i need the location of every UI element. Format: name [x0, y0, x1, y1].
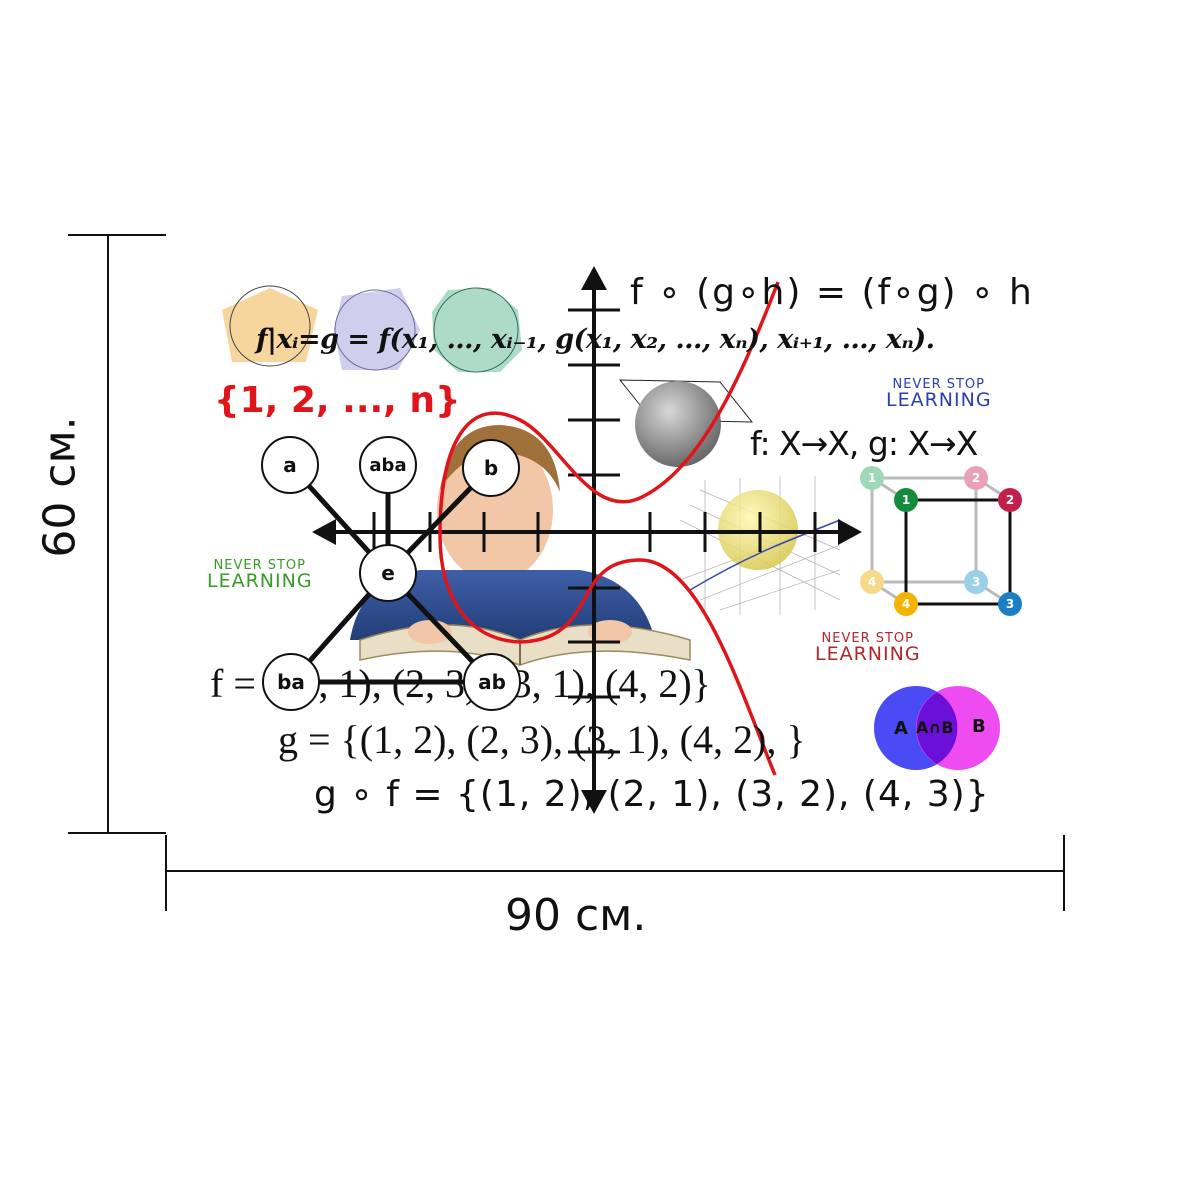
never-stop-learning-blue: NEVER STOP LEARNING	[886, 377, 992, 411]
axis-arrow-down	[581, 790, 607, 814]
pentagon-shape	[222, 288, 318, 362]
graph-node-aba: aba	[359, 436, 417, 494]
cube-front-node-1: 1	[894, 488, 918, 512]
venn-label-a: A	[894, 718, 908, 739]
octagon-circle-outline	[433, 287, 519, 373]
venn-label-intersection: A∩B	[916, 718, 954, 737]
set-notation: {1, 2, ..., n}	[214, 380, 461, 421]
associativity-equation: f ∘ (g∘h) = (f∘g) ∘ h	[630, 272, 1034, 313]
cube-back-node-4: 4	[860, 570, 884, 594]
width-dimension-label: 90 см.	[505, 890, 647, 941]
cube-back-node-1: 1	[860, 466, 884, 490]
venn-label-b: B	[972, 716, 986, 737]
cube-front-node-3: 3	[998, 592, 1022, 616]
never-stop-learning-green: NEVER STOP LEARNING	[207, 558, 313, 592]
axis-arrow-right	[838, 519, 862, 545]
graph-node-a: a	[261, 436, 319, 494]
octagon-shape	[432, 288, 522, 372]
restriction-equation: f|xᵢ=g = f(x₁, …, xᵢ₋₁, g(x₁, x₂, …, xₙ)…	[256, 324, 935, 355]
hexagon-circle-outline	[334, 289, 416, 371]
g-definition: g = {(1, 2), (2, 3), (3, 1), (4, 2), }	[278, 717, 806, 762]
cube-back-node-2: 2	[964, 466, 988, 490]
graph-node-ab: ab	[463, 653, 521, 711]
red-curve	[438, 281, 780, 776]
venn-overlap	[916, 692, 958, 764]
cube-front-node-4: 4	[894, 592, 918, 616]
axis-arrow-up	[581, 266, 607, 290]
gf-definition: g ∘ f = {(1, 2), (2, 1), (3, 2), (4, 3)}	[314, 774, 990, 815]
axis-arrow-left	[312, 519, 336, 545]
never-stop-learning-red: NEVER STOP LEARNING	[815, 631, 921, 665]
cube-edges-back	[870, 476, 1011, 606]
axis-ticks	[372, 308, 817, 754]
cube-edges-front	[904, 498, 1012, 606]
maps-equation: f: X→X, g: X→X	[750, 424, 978, 463]
cube-front-node-2: 2	[998, 488, 1022, 512]
cube-back-node-3: 3	[964, 570, 988, 594]
graph-node-b: b	[462, 439, 520, 497]
graph-node-e: e	[359, 544, 417, 602]
pentagon-circle-outline	[229, 285, 311, 367]
graph-node-ba: ba	[262, 653, 320, 711]
hexagon-shape	[334, 288, 420, 370]
gray-sphere	[635, 381, 721, 467]
